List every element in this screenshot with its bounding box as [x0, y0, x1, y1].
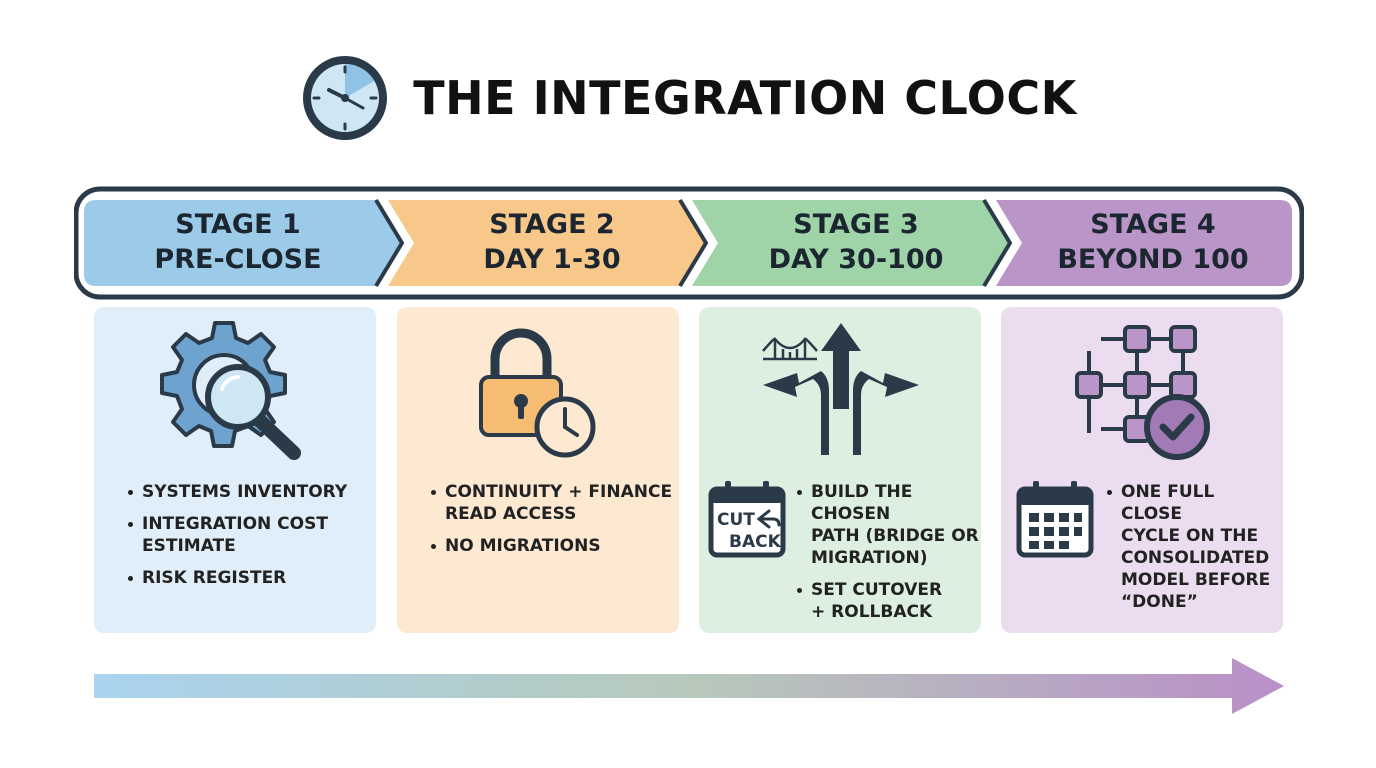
padlock-clock-icon	[479, 328, 596, 458]
stage-bar-shapes	[74, 186, 1304, 300]
cutback-text-top: CUT	[717, 510, 755, 530]
stage-1-panel: SYSTEMS INVENTORY INTEGRATION COST ESTIM…	[94, 307, 376, 633]
stage-period: DAY 1-30	[483, 244, 621, 275]
cutback-calendar-icon: CUT BACK	[708, 481, 786, 558]
network-check-icon	[1075, 325, 1210, 460]
calendar-icon	[1016, 481, 1094, 558]
stage-period: DAY 30-100	[768, 244, 944, 275]
list-item: CONTINUITY + FINANCE READ ACCESS	[431, 481, 675, 525]
stage-name: STAGE 3	[793, 209, 919, 240]
page-title: THE INTEGRATION CLOCK	[413, 71, 1077, 125]
stage-3-chevron	[692, 200, 1010, 286]
stage-name: STAGE 1	[175, 209, 301, 240]
stage-1-chevron	[84, 200, 402, 286]
list-item: RISK REGISTER	[128, 567, 368, 589]
list-item: SET CUTOVER + ROLLBACK	[797, 579, 981, 623]
stage-4-panel: ONE FULL CLOSE CYCLE ON THE CONSOLIDATED…	[1001, 307, 1283, 633]
title-row: THE INTEGRATION CLOCK	[0, 50, 1376, 146]
stage-name: STAGE 2	[489, 209, 615, 240]
stage-4-chevron	[996, 200, 1292, 286]
stage-3-label: STAGE 3 DAY 30-100	[708, 202, 1004, 282]
stage-2-chevron	[388, 200, 706, 286]
list-item: NO MIGRATIONS	[431, 535, 675, 557]
stage-bar: STAGE 1 PRE-CLOSE STAGE 2 DAY 1-30 STAGE…	[74, 186, 1304, 300]
stage-4-bullets: ONE FULL CLOSE CYCLE ON THE CONSOLIDATED…	[1107, 481, 1279, 623]
stage-1-bullets: SYSTEMS INVENTORY INTEGRATION COST ESTIM…	[128, 481, 368, 599]
stage-3-panel: CUT BACK BUILD THE CHOSEN PATH (BRIDGE O…	[699, 307, 981, 633]
stage-1-label: STAGE 1 PRE-CLOSE	[88, 202, 388, 282]
stage-2-panel: CONTINUITY + FINANCE READ ACCESS NO MIGR…	[397, 307, 679, 633]
stage-period: PRE-CLOSE	[154, 244, 322, 275]
clock-icon	[303, 56, 388, 140]
list-item: INTEGRATION COST ESTIMATE	[128, 513, 368, 557]
stage-name: STAGE 4	[1090, 209, 1216, 240]
bridge-fork-arrows-icon	[762, 323, 919, 455]
list-item: ONE FULL CLOSE CYCLE ON THE CONSOLIDATED…	[1107, 481, 1279, 613]
stage-2-bullets: CONTINUITY + FINANCE READ ACCESS NO MIGR…	[431, 481, 675, 567]
stage-4-label: STAGE 4 BEYOND 100	[1012, 202, 1294, 282]
bridge-icon	[762, 337, 818, 361]
stage-2-label: STAGE 2 DAY 1-30	[404, 202, 700, 282]
list-item: BUILD THE CHOSEN PATH (BRIDGE OR MIGRATI…	[797, 481, 981, 569]
list-item: SYSTEMS INVENTORY	[128, 481, 368, 503]
stage-period: BEYOND 100	[1057, 244, 1249, 275]
gear-magnifier-icon	[160, 321, 301, 460]
timeline-arrow	[94, 658, 1284, 714]
stage-3-bullets: BUILD THE CHOSEN PATH (BRIDGE OR MIGRATI…	[797, 481, 981, 633]
cutback-text-bottom: BACK	[729, 532, 782, 552]
